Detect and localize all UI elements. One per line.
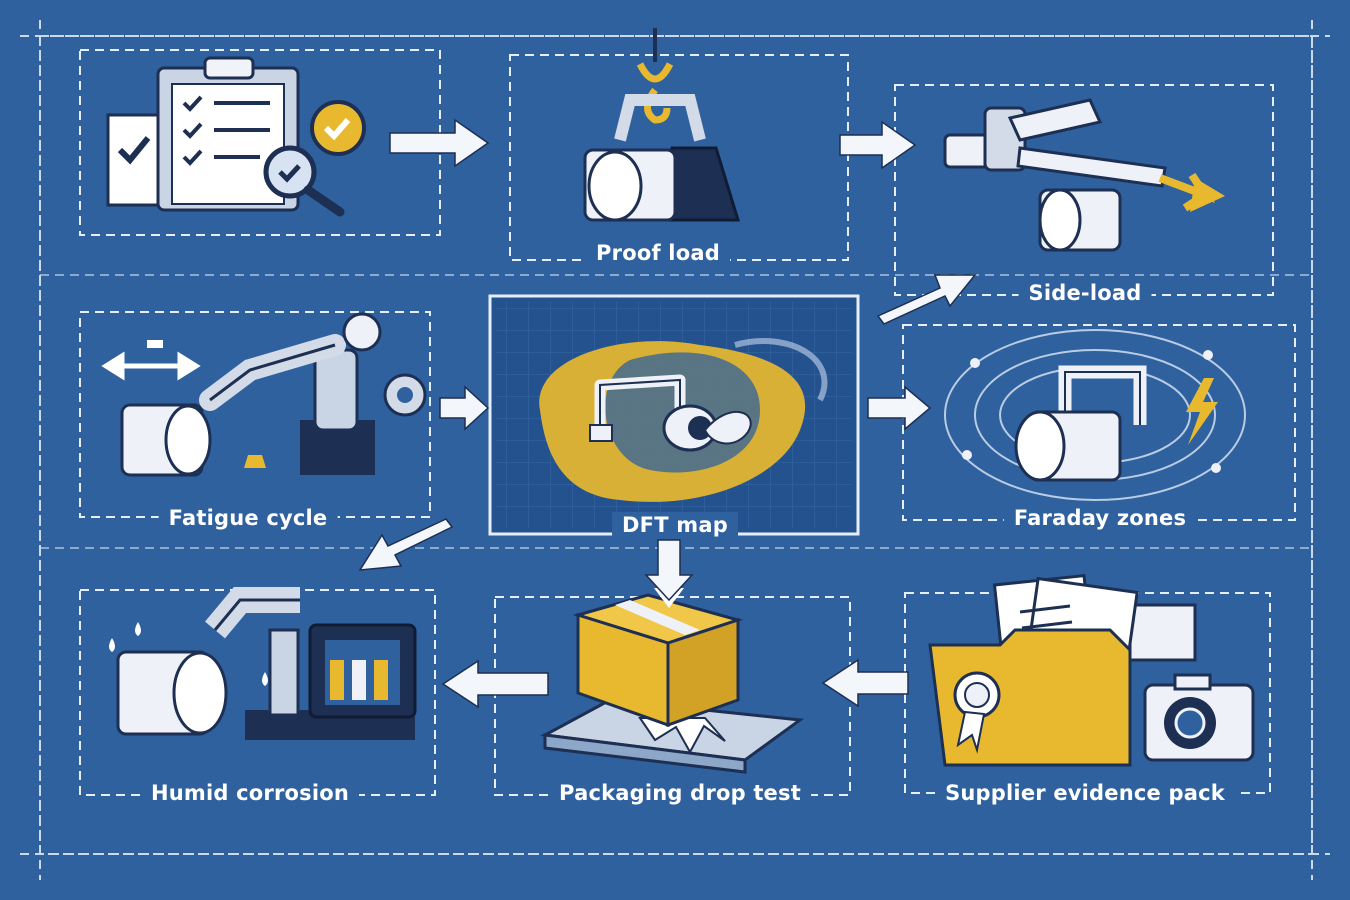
label-side-load: Side-load [1018,280,1152,306]
arrow-diagonal-up [876,274,977,325]
label-fatigue-cycle: Fatigue cycle [158,505,338,531]
humidity-chamber-icon [109,587,417,740]
stage-fatigue-cycle [79,311,431,518]
stage-proof-load [509,28,849,261]
arrow-down [644,539,694,602]
arrow-left [821,658,909,708]
flow-arrows [358,118,977,709]
label-faraday-zones: Faraday zones [1003,505,1197,531]
label-humid-corrosion: Humid corrosion [140,780,360,806]
heatmap-icon [539,338,828,502]
package-drop-icon [540,560,805,774]
stage-humid-corrosion [79,587,436,796]
arrow-right [439,385,490,431]
label-proof-load: Proof load [586,240,730,266]
stage-packaging-drop-test [494,560,851,796]
arrow-left [441,659,549,709]
stage-supplier-evidence-pack [904,573,1271,794]
folder-camera-icon [928,573,1255,767]
checklist-clipboard-icon [106,56,366,217]
arrow-right [839,120,917,170]
arrow-diagonal-down [358,518,454,571]
lightning-bolt-icon [944,329,1246,501]
stage-side-load [894,84,1274,296]
crane-hook-load-icon [583,28,741,222]
stage-faraday-zones [902,324,1296,521]
arrow-right [867,385,932,431]
stage-dft-map [488,294,860,536]
label-supplier-evidence-pack: Supplier evidence pack [935,780,1235,806]
stage-checklist [79,49,441,236]
arrow-right [389,118,490,168]
side-load-arm-icon [943,98,1225,252]
label-dft-map: DFT map [612,512,738,538]
robot-arm-icon [101,312,427,477]
label-packaging-drop-test: Packaging drop test [549,780,811,806]
